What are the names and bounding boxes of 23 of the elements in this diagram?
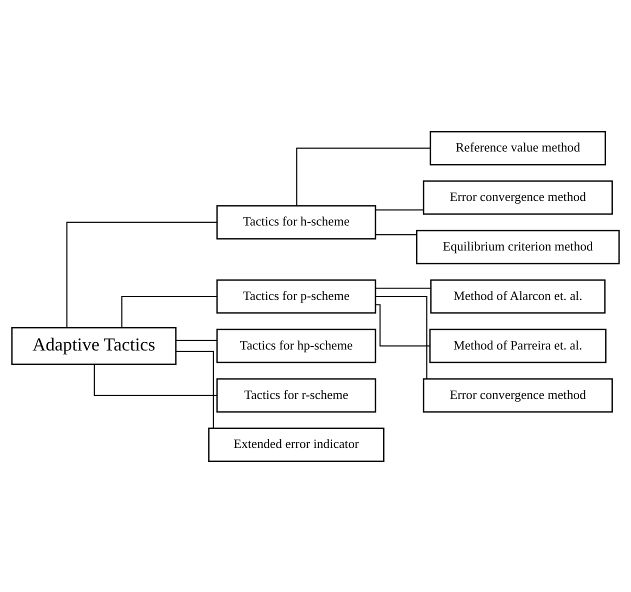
connector — [94, 364, 218, 396]
node-box: Error convergence method — [422, 378, 613, 412]
node-box: Method of Parreira et. al. — [429, 328, 606, 363]
node-box: Reference value method — [430, 130, 606, 165]
connector — [376, 295, 428, 378]
node-box: Equilibrium criterion method — [416, 229, 620, 264]
node-box: Extended error indicator — [208, 427, 384, 462]
connector — [66, 221, 217, 327]
node-box: Tactics for hp-scheme — [216, 328, 376, 363]
node-box: Method of Alarcon et. al. — [430, 278, 606, 314]
connector — [376, 234, 417, 235]
connector — [376, 208, 424, 210]
connector — [376, 304, 430, 346]
connector — [296, 147, 430, 205]
connector — [376, 287, 431, 288]
connector — [176, 350, 214, 428]
node-box: Adaptive Tactics — [11, 326, 177, 364]
node-box: Error convergence method — [422, 180, 613, 214]
connector — [176, 339, 217, 340]
node-box: Tactics for p-scheme — [216, 278, 376, 314]
node-box: Tactics for r-scheme — [216, 378, 376, 412]
node-box: Tactics for h-scheme — [216, 204, 376, 239]
connector — [121, 295, 217, 328]
